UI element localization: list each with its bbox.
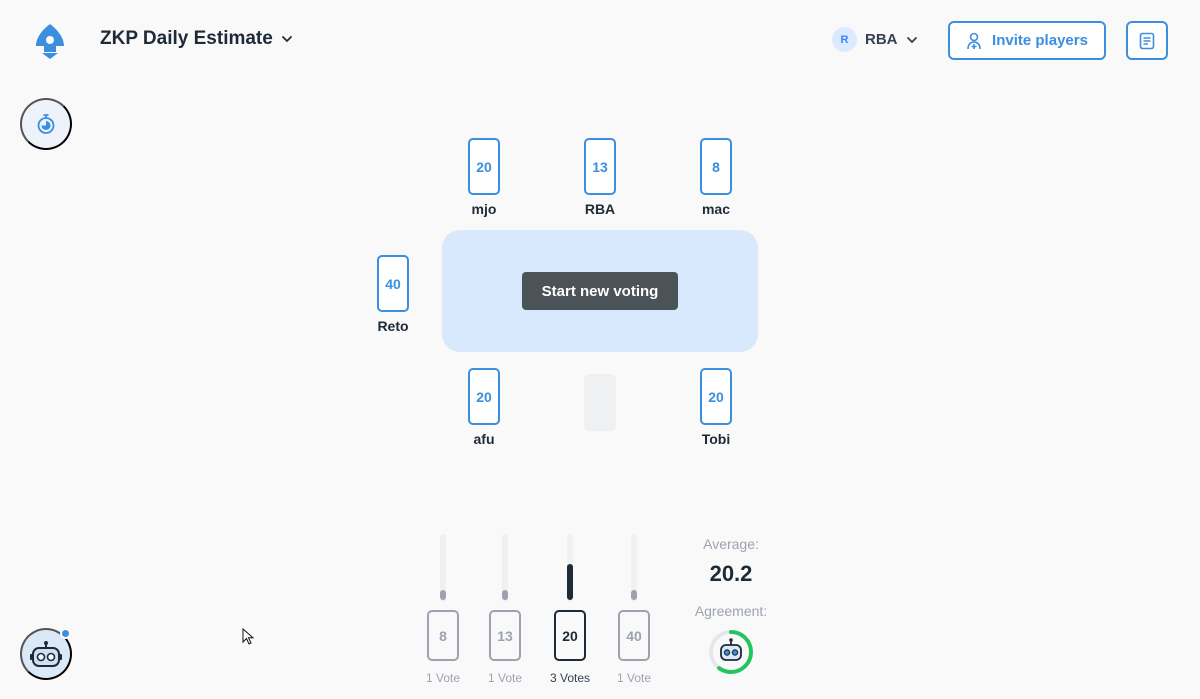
player-card-mac: 8 (700, 138, 732, 195)
invite-players-button[interactable]: Invite players (948, 21, 1106, 60)
chevron-down-icon (906, 36, 917, 43)
average-value: 20.2 (709, 561, 753, 586)
stopwatch-icon (37, 114, 55, 134)
user-menu[interactable]: R RBA (832, 27, 918, 52)
vote-bar-track (440, 534, 446, 602)
empty-seat-card (584, 374, 616, 431)
player-card-afu: 20 (468, 368, 500, 425)
vote-count: 1 Vote (487, 671, 523, 685)
vote-count: 3 Votes (549, 671, 591, 685)
timer-button[interactable] (20, 98, 72, 150)
player-name-tobi: Tobi (701, 431, 731, 447)
vote-bar-track (502, 534, 508, 602)
session-title: ZKP Daily Estimate (100, 28, 273, 49)
vote-count: 1 Vote (425, 671, 461, 685)
player-card-reto: 40 (377, 255, 409, 312)
agreement-label: Agreement: (694, 603, 768, 619)
player-name-rba: RBA (584, 201, 616, 217)
player-name-mac: mac (701, 201, 731, 217)
result-column-40: 40 1 Vote (599, 534, 669, 685)
result-card: 8 (427, 610, 459, 661)
agreement-ring (707, 628, 755, 676)
document-icon (1139, 32, 1155, 49)
result-card: 20 (554, 610, 586, 661)
vote-bar-track (631, 534, 637, 602)
result-column-20: 20 3 Votes (535, 534, 605, 685)
start-new-voting-button[interactable]: Start new voting (522, 272, 678, 310)
vote-count: 1 Vote (616, 671, 652, 685)
user-name: RBA (865, 31, 898, 48)
robot-icon (720, 638, 742, 661)
result-column-8: 8 1 Vote (408, 534, 478, 685)
notification-dot (60, 628, 71, 639)
player-name-afu: afu (473, 431, 495, 447)
app-logo-icon[interactable] (30, 22, 70, 60)
result-card: 40 (618, 610, 650, 661)
vote-bar-track (567, 534, 573, 602)
vote-bar (567, 564, 573, 600)
user-plus-icon (967, 32, 981, 49)
player-card-tobi: 20 (700, 368, 732, 425)
vote-bar (502, 590, 508, 600)
vote-bar (631, 590, 637, 600)
mouse-cursor-icon (242, 628, 255, 645)
vote-bar (440, 590, 446, 600)
player-name-mjo: mjo (471, 201, 497, 217)
player-card-rba: 13 (584, 138, 616, 195)
player-name-reto: Reto (377, 318, 409, 334)
avatar: R (832, 27, 857, 52)
chevron-down-icon (281, 36, 292, 43)
invite-players-label: Invite players (992, 32, 1088, 49)
result-card: 13 (489, 610, 521, 661)
session-title-dropdown[interactable]: ZKP Daily Estimate (100, 28, 293, 50)
notes-button[interactable] (1126, 21, 1168, 60)
agreement-arc (709, 630, 753, 674)
result-column-13: 13 1 Vote (470, 534, 540, 685)
player-card-mjo: 20 (468, 138, 500, 195)
average-label: Average: (703, 536, 759, 552)
robot-icon (30, 641, 62, 667)
